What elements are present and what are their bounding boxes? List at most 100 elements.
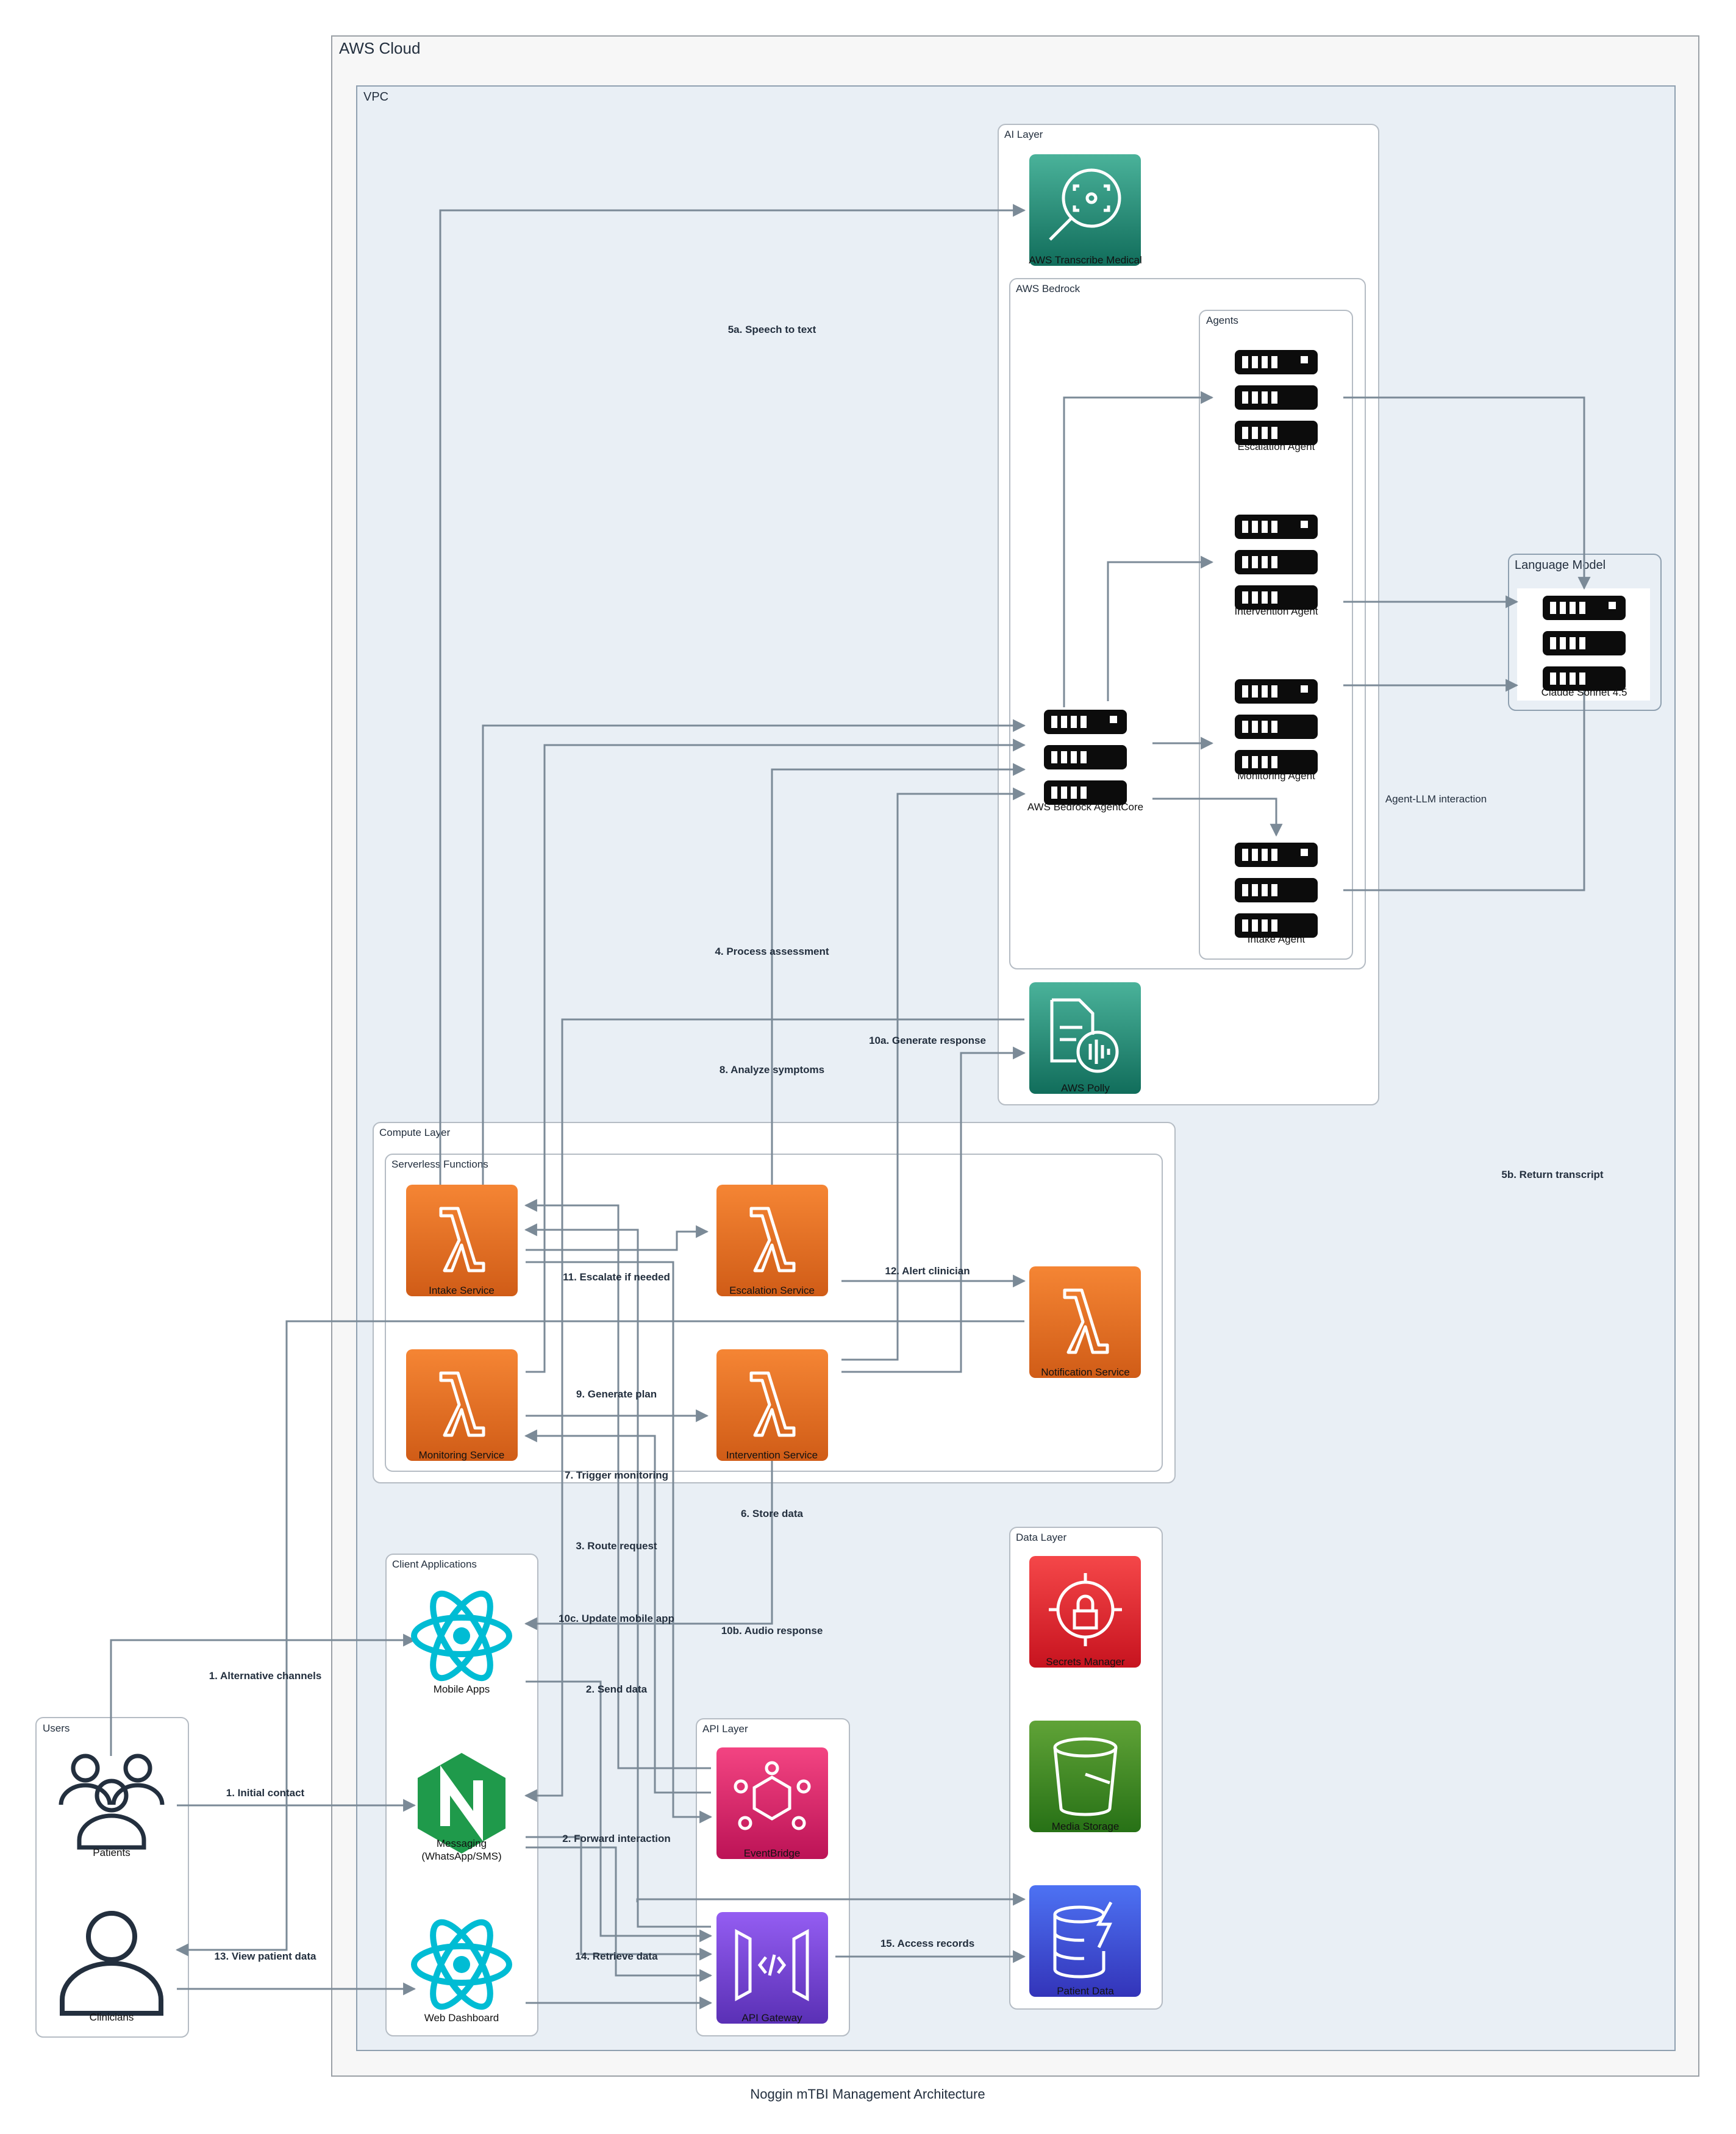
intervention-service-node[interactable]: Intervention Service	[716, 1349, 828, 1461]
messaging-label-line2: (WhatsApp/SMS)	[421, 1850, 501, 1862]
eventbridge-node[interactable]: EventBridge	[716, 1747, 828, 1859]
edge-label-8: 8. Analyze symptoms	[720, 1064, 824, 1076]
edge-label-13: 13. View patient data	[215, 1950, 316, 1962]
edge-label-5b: 5b. Return transcript	[1501, 1169, 1604, 1180]
clinicians-node[interactable]: Clinicians	[60, 1911, 163, 2023]
claude-icon	[1543, 596, 1626, 691]
api-gateway-label: API Gateway	[741, 2012, 802, 2024]
edge-label-1-alt: 1. Alternative channels	[209, 1670, 322, 1682]
edge-intake-agent-to-claude	[1343, 669, 1591, 891]
polly-label: AWS Polly	[1061, 1082, 1110, 1094]
edge-intake-to-escalation	[526, 1225, 709, 1251]
eventbridge-label: EventBridge	[744, 1847, 801, 1859]
edge-agentcore-to-intake-agent	[1152, 798, 1283, 837]
intake-agent-icon	[1235, 843, 1318, 938]
eventbridge-icon	[734, 1761, 811, 1830]
edge-escalation-to-agentcore	[771, 763, 1026, 1185]
escalation-agent-node[interactable]: Escalation Agent	[1235, 350, 1318, 452]
agentcore-node[interactable]: AWS Bedrock AgentCore	[1027, 710, 1143, 813]
edge-label-6: 6. Store data	[741, 1508, 804, 1519]
edge-intake-to-transcribe	[439, 204, 1026, 1185]
agentcore-icon	[1044, 710, 1127, 805]
monitoring-agent-label: Monitoring Agent	[1237, 770, 1315, 782]
edge-mobile-to-apigw	[526, 1680, 713, 1943]
notification-service-label: Notification Service	[1041, 1366, 1130, 1378]
intake-agent-node[interactable]: Intake Agent	[1235, 843, 1318, 945]
edge-escalation-agent-to-claude	[1343, 396, 1591, 590]
users-title: Users	[43, 1722, 70, 1734]
edge-polly-to-messaging	[524, 1018, 1024, 1802]
edge-notification-to-clinicians	[175, 1320, 1024, 1957]
intervention-agent-icon	[1235, 515, 1318, 610]
intake-agent-label: Intake Agent	[1248, 933, 1306, 945]
aws-cloud-title: AWS Cloud	[339, 39, 420, 57]
intake-service-label: Intake Service	[429, 1285, 495, 1296]
edge-label-14: 14. Retrieve data	[575, 1950, 658, 1962]
users-group: Users	[35, 1717, 189, 2038]
edge-label-10c: 10c. Update mobile app	[559, 1613, 674, 1624]
edge-label-10b: 10b. Audio response	[721, 1625, 823, 1636]
edge-patients-to-mobile	[110, 1633, 416, 1756]
transcribe-icon	[1049, 168, 1121, 241]
aws-bedrock-title: AWS Bedrock	[1016, 283, 1081, 294]
edge-label-3: 3. Route request	[576, 1540, 657, 1552]
polly-node[interactable]: AWS Polly	[1029, 982, 1141, 1094]
intake-service-node[interactable]: Intake Service	[406, 1185, 518, 1296]
edge-label-agent-llm: Agent-LLM interaction	[1385, 793, 1487, 805]
api-layer-title: API Layer	[702, 1723, 748, 1735]
edge-label-4: 4. Process assessment	[715, 946, 829, 957]
monitoring-agent-node[interactable]: Monitoring Agent	[1235, 679, 1318, 782]
monitoring-service-node[interactable]: Monitoring Service	[406, 1349, 518, 1461]
web-dashboard-label: Web Dashboard	[424, 2012, 499, 2024]
claude-node[interactable]: Claude Sonnet 4.5	[1541, 596, 1627, 698]
bucket-icon	[1053, 1737, 1118, 1816]
edge-label-2: 2. Send data	[586, 1683, 648, 1695]
edge-messaging-to-apigw	[526, 1836, 713, 1961]
edge-label-2-fwd: 2. Forward interaction	[562, 1833, 671, 1844]
diagram-title: Noggin mTBI Management Architecture	[750, 2086, 985, 2102]
escalation-service-node[interactable]: Escalation Service	[716, 1185, 828, 1296]
agents-title: Agents	[1206, 315, 1238, 326]
serverless-functions-group: Serverless Functions	[385, 1154, 1163, 1472]
vpc-title: VPC	[363, 90, 388, 104]
edge-messaging-to-apigw-2	[526, 1846, 713, 1982]
edge-label-11: 11. Escalate if needed	[563, 1271, 670, 1283]
client-applications-title: Client Applications	[392, 1558, 477, 1570]
transcribe-label: AWS Transcribe Medical	[1029, 254, 1141, 266]
polly-icon	[1050, 998, 1119, 1073]
api-gateway-icon	[735, 1929, 809, 2002]
clinicians-label: Clinicians	[90, 2011, 134, 2023]
edge-label-15: 15. Access records	[881, 1938, 974, 1949]
edge-label-9: 9. Generate plan	[576, 1388, 657, 1400]
intervention-service-label: Intervention Service	[726, 1449, 818, 1461]
edge-intervention-to-mobile	[524, 1457, 773, 1630]
messaging-label-line1: Messaging	[437, 1838, 487, 1849]
escalation-agent-label: Escalation Agent	[1238, 441, 1315, 452]
notification-service-node[interactable]: Notification Service	[1029, 1266, 1141, 1378]
api-gateway-node[interactable]: API Gateway	[716, 1912, 828, 2024]
secrets-manager-node[interactable]: Secrets Manager	[1029, 1556, 1141, 1668]
users-group-icon	[59, 1754, 165, 1850]
messaging-node[interactable]: Messaging (WhatsApp/SMS)	[418, 1753, 505, 1862]
intervention-agent-node[interactable]: Intervention Agent	[1234, 515, 1318, 617]
edge-labels: 5a. Speech to text 4. Process assessment…	[209, 324, 1604, 1962]
edge-intervention-to-agentcore	[841, 787, 1026, 1361]
escalation-agent-icon	[1235, 350, 1318, 445]
user-icon	[60, 1911, 163, 2016]
patients-label: Patients	[93, 1847, 130, 1858]
mobile-apps-node[interactable]: Mobile Apps	[414, 1585, 509, 1695]
edge-intake-to-agentcore	[482, 719, 1026, 1185]
ai-layer-title: AI Layer	[1004, 129, 1043, 140]
patients-node[interactable]: Patients	[59, 1754, 165, 1858]
claude-label: Claude Sonnet 4.5	[1541, 687, 1627, 698]
agents-group: Agents	[1199, 310, 1353, 960]
patient-data-node[interactable]: Patient Data	[1029, 1885, 1141, 1997]
web-dashboard-node[interactable]: Web Dashboard	[414, 1914, 509, 2024]
agentcore-label: AWS Bedrock AgentCore	[1027, 801, 1143, 813]
secrets-manager-label: Secrets Manager	[1046, 1656, 1125, 1668]
monitoring-service-label: Monitoring Service	[419, 1449, 505, 1461]
edge-intervention-to-polly	[841, 1046, 1026, 1373]
media-storage-node[interactable]: Media Storage	[1029, 1721, 1141, 1832]
transcribe-node[interactable]: AWS Transcribe Medical	[1029, 154, 1142, 266]
